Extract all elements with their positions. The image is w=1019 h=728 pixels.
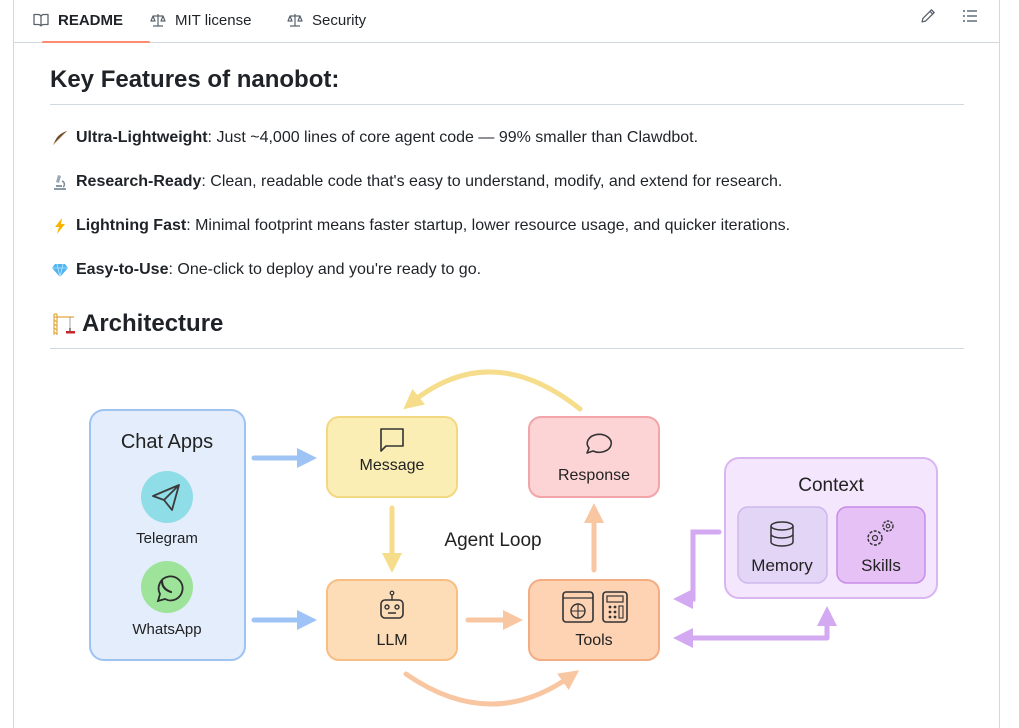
readme-tab-bar: README MIT license Security <box>14 0 999 43</box>
gem-icon <box>50 260 70 280</box>
message-box <box>326 416 458 498</box>
pencil-icon <box>920 8 936 29</box>
calculator-screen <box>606 595 624 603</box>
feather-icon <box>50 128 70 148</box>
database-body <box>770 526 794 547</box>
llm-box <box>326 579 458 661</box>
tab-readme-label: README <box>58 11 124 29</box>
building-construction-icon <box>50 311 78 337</box>
law-icon <box>149 11 167 29</box>
edit-file-button[interactable] <box>916 6 940 30</box>
feature-title: Ultra-Lightweight <box>76 129 208 146</box>
robot-antenna <box>388 595 396 614</box>
calculator-key <box>608 615 612 619</box>
small-gear-hub <box>885 523 891 529</box>
features-heading-text: Key Features of nanobot: <box>50 66 340 93</box>
tab-security-label: Security <box>312 11 367 29</box>
architecture-heading: Architecture <box>50 310 964 349</box>
message-icon <box>380 428 404 452</box>
calculator-key <box>613 605 617 609</box>
whatsapp-icon <box>156 575 184 603</box>
response-box <box>528 416 660 498</box>
lightning-icon <box>50 216 70 236</box>
calculator-icon <box>602 591 628 623</box>
feature-title: Lightning Fast <box>76 217 187 234</box>
gear-hub <box>871 534 879 542</box>
response-label: Response <box>558 467 630 484</box>
chat-apps-title: Chat Apps <box>121 431 213 453</box>
robot-antenna-tip <box>389 590 395 596</box>
feature-item: Lightning Fast: Minimal footprint means … <box>50 214 790 238</box>
tab-readme[interactable]: README <box>32 0 150 43</box>
gears-icon <box>867 530 883 546</box>
feature-title: Research-Ready <box>76 173 202 190</box>
whatsapp-label: WhatsApp <box>132 621 201 638</box>
skills-box <box>836 506 926 584</box>
whatsapp-logo <box>141 561 193 613</box>
chat-apps-box <box>89 409 246 661</box>
whatsapp-phone-icon <box>160 579 173 594</box>
arrow-llm-to-tools-loop <box>403 670 580 707</box>
browser-icon <box>562 591 594 623</box>
readme-panel: README MIT license Security <box>13 0 1000 728</box>
arrow-context-to-tools <box>673 529 722 609</box>
feature-text: : Just ~4,000 lines of core agent code —… <box>207 129 699 146</box>
feature-text: : Minimal footprint means faster startup… <box>186 217 791 234</box>
telegram-icon <box>152 484 180 511</box>
message-label: Message <box>360 457 425 474</box>
list-unordered-icon <box>962 8 978 29</box>
microscope-icon <box>50 172 70 192</box>
speech-bubble-icon <box>586 433 613 454</box>
calculator-key <box>613 610 617 614</box>
feature-text: : Clean, readable code that's easy to un… <box>201 173 783 190</box>
calculator-key <box>608 610 612 614</box>
memory-box <box>737 506 828 584</box>
calculator-key <box>613 615 617 619</box>
outline-button[interactable] <box>958 6 982 30</box>
feature-title: Easy-to-Use <box>76 261 169 278</box>
feature-item: Research-Ready: Clean, readable code tha… <box>50 170 782 194</box>
tab-security[interactable]: Security <box>286 0 366 42</box>
robot-eye-right <box>394 604 400 610</box>
context-title: Context <box>798 475 864 496</box>
small-gear-icon <box>882 520 894 532</box>
arrow-response-to-message <box>403 369 583 412</box>
robot-eye-left <box>384 604 390 610</box>
tools-label: Tools <box>575 632 612 649</box>
architecture-heading-text: Architecture <box>82 310 224 337</box>
globe-lines <box>571 604 585 618</box>
active-tab-indicator <box>42 41 150 43</box>
memory-label: Memory <box>751 556 813 575</box>
feature-item: Ultra-Lightweight: Just ~4,000 lines of … <box>50 126 698 150</box>
calculator-key <box>608 605 612 609</box>
llm-label: LLM <box>376 632 407 649</box>
feature-text: : One-click to deploy and you're ready t… <box>168 261 482 278</box>
telegram-label: Telegram <box>136 530 198 547</box>
features-heading: Key Features of nanobot: <box>50 66 964 105</box>
law-icon <box>286 11 304 29</box>
tab-mit-license[interactable]: MIT license <box>149 0 251 42</box>
skills-label: Skills <box>861 556 901 575</box>
agent-loop-label: Agent Loop <box>444 530 541 551</box>
calculator-key-tall <box>618 605 624 619</box>
feature-item: Easy-to-Use: One-click to deploy and you… <box>50 258 481 282</box>
tab-mit-license-label: MIT license <box>175 11 252 29</box>
book-icon <box>32 11 50 29</box>
